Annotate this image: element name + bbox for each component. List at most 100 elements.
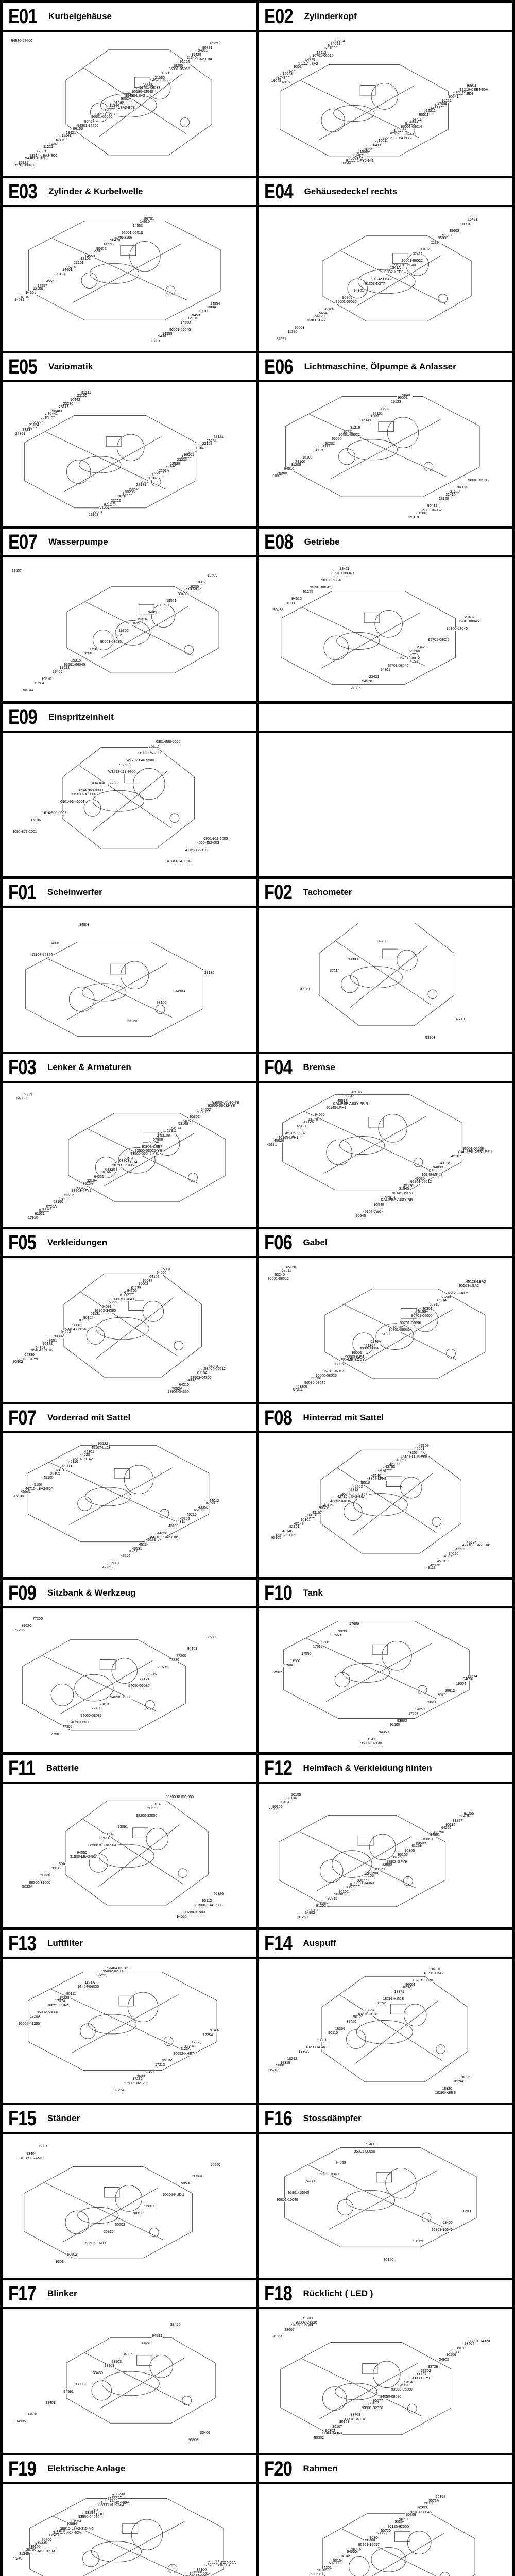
- part-number-label: 96001-06022: [401, 259, 423, 263]
- part-number-label: 81259: [411, 1844, 422, 1849]
- part-number-label: 3195A: [71, 2519, 82, 2523]
- part-number-label: 95701: [437, 1693, 449, 1698]
- part-number-label: 93903-34360: [320, 2432, 343, 2436]
- part-number-label: 43107: [311, 1511, 323, 1515]
- part-number-label: 22132: [165, 465, 177, 469]
- part-number-label: 90548: [373, 1202, 385, 1207]
- part-number-label: 1737A: [54, 1999, 66, 2003]
- part-number-label: 61030: [381, 1333, 392, 1337]
- part-number-label: 19200: [188, 585, 200, 589]
- exploded-diagram-drawing: [318, 922, 454, 1026]
- part-number-label: 80106: [445, 2353, 457, 2358]
- part-number-label: 45134: [138, 1543, 149, 1547]
- part-number-label: 18357: [364, 2008, 375, 2012]
- part-number-label: 93404: [464, 2342, 475, 2346]
- part-number-label: W1792-046-9900: [126, 759, 155, 763]
- part-number-label: 33607: [284, 2328, 295, 2332]
- part-number-label: 31540: [398, 1187, 410, 1191]
- part-number-label: 96156: [72, 127, 84, 131]
- part-number-label: 95801-10040: [317, 2173, 339, 2177]
- part-number-label: 94050-06080: [109, 1696, 132, 1700]
- part-number-label: 17910: [27, 1216, 39, 1220]
- part-number-label: 90402: [95, 247, 107, 251]
- part-number-label: 17520: [48, 2534, 59, 2538]
- part-number-label: 16048: [270, 79, 282, 83]
- part-number-label: 94301: [353, 289, 365, 293]
- part-number-label: 17623-LB04-90A: [202, 2564, 231, 2568]
- part-number-label: 1614-868-0000: [78, 789, 104, 793]
- part-number-label: 90902: [12, 1360, 24, 1364]
- part-number-label: 34901: [49, 941, 60, 945]
- part-number-label: 22102: [201, 442, 213, 446]
- part-number-label: 90114: [445, 1823, 456, 1827]
- part-number-label: 45203: [352, 1485, 364, 1489]
- part-number-label: 90701-06060: [388, 1328, 410, 1332]
- part-number-label: 91255: [302, 590, 314, 594]
- part-number-label: 45106-LGB2: [285, 1131, 306, 1136]
- part-number-label: 80101: [338, 2420, 350, 2424]
- part-number-label: 94591: [63, 2389, 74, 2394]
- panel-title: Stossdämpfer: [303, 2113, 362, 2124]
- part-number-label: 01146: [119, 1293, 130, 1297]
- part-number-label: 93903: [424, 1036, 436, 1040]
- part-number-label: 19300: [118, 629, 129, 633]
- panel-code: F09: [8, 1581, 37, 1604]
- part-number-label: 93903-GFY9: [386, 1860, 408, 1864]
- part-number-label: 91351: [99, 506, 110, 510]
- part-number-label: 33400: [26, 2413, 38, 2417]
- part-number-label: 12191: [187, 316, 198, 320]
- part-number-label: 95002-02120: [125, 2081, 147, 2086]
- part-number-label: 4115-803-1100: [184, 849, 210, 853]
- exploded-diagram-drawing: [22, 1639, 186, 1731]
- part-number-label: 81260: [297, 1916, 308, 1920]
- part-number-label: 13111: [150, 339, 161, 343]
- part-number-label: 90001: [72, 1323, 83, 1327]
- part-number-label: 95404-06016: [30, 1349, 53, 1353]
- part-number-label: 98200-33000: [135, 1814, 158, 1818]
- part-number-label: 81258: [392, 1856, 404, 1860]
- part-number-label: 90084: [460, 222, 471, 226]
- part-number-label: 90201: [117, 495, 129, 499]
- part-number-label: 19411: [367, 1737, 378, 1741]
- part-number-label: 83620: [319, 1902, 331, 1906]
- part-number-label: 93500-06045-YB: [130, 1152, 159, 1156]
- part-number-label: 1614-906-0002: [41, 811, 67, 816]
- part-number-label: 90301: [422, 1307, 433, 1311]
- part-number-label: 95002-02100: [102, 1969, 125, 1973]
- part-number-label: 53404-06012: [203, 1367, 227, 1371]
- part-number-label: 96001-06050: [335, 300, 357, 304]
- part-number-label: 53230: [440, 1296, 452, 1300]
- part-number-label: 14554: [210, 302, 221, 307]
- part-number-label: 33451: [140, 2342, 151, 2346]
- part-number-label: 95801: [144, 2205, 155, 2209]
- part-number-label: 17113: [316, 51, 327, 55]
- part-number-label: 77235-KKC4-60A: [207, 2561, 237, 2565]
- part-number-label: 93903-35360: [390, 2387, 413, 2392]
- part-number-label: 0901-980-6000: [155, 740, 181, 744]
- part-number-label: 33728: [427, 2365, 439, 2369]
- part-number-label: 30700: [25, 2548, 37, 2552]
- part-number-label: 1190-C75-2000: [137, 752, 163, 756]
- part-number-label: 90122: [97, 1442, 109, 1446]
- part-number-label: 11394: [430, 241, 441, 245]
- part-number-label: 90541: [341, 162, 352, 166]
- part-number-label: CALIPER ASSY RR: [380, 1198, 414, 1202]
- part-number-label: R COVER: [184, 587, 202, 591]
- part-number-label: 52400: [442, 2221, 453, 2225]
- part-number-label: 33100: [156, 1001, 167, 1005]
- panel-diagram: 9011164309491517052A93903-3436093903-GFY…: [3, 1258, 256, 1402]
- part-number-label: 90805: [341, 296, 353, 300]
- part-number-label: 53404-06016: [64, 1328, 87, 1332]
- panel-title: Einspritzeinheit: [48, 712, 114, 722]
- exploded-diagram-drawing: [324, 1289, 485, 1379]
- part-number-label: 96800-08038: [358, 1347, 381, 1351]
- part-number-label: 94050: [462, 1677, 474, 1682]
- part-number-label: 39400: [177, 592, 188, 596]
- part-number-label: 90032: [142, 1279, 153, 1283]
- part-number-label: 90545: [355, 1214, 367, 1218]
- panel-title: Elektrische Anlage: [47, 2464, 126, 2474]
